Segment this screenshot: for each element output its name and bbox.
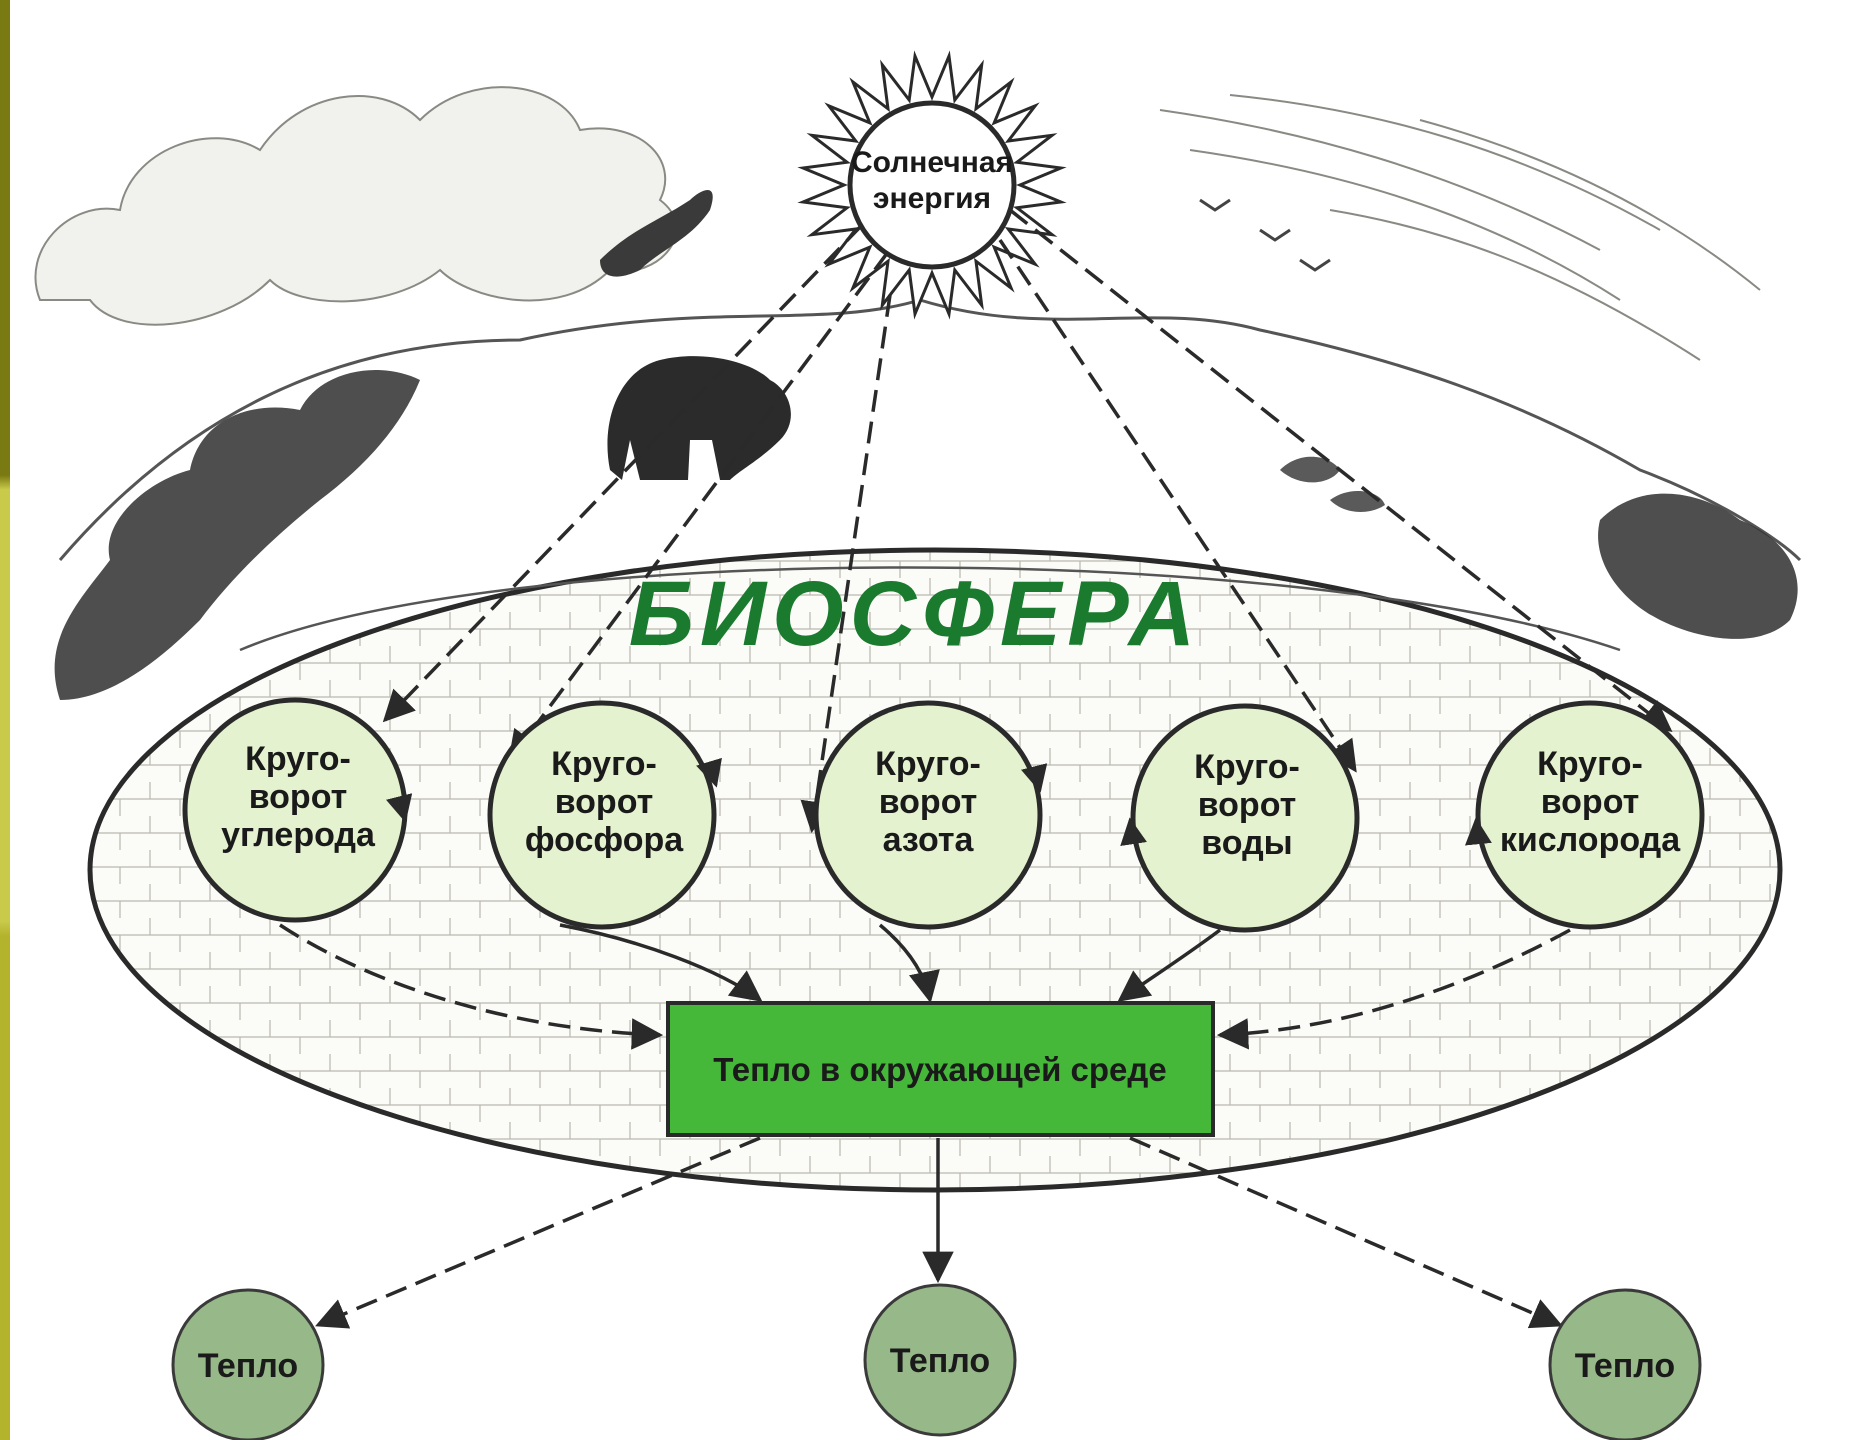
sun-label-line1: Солнечная: [851, 146, 1013, 179]
ellipse-inner-arc: [239, 566, 1621, 652]
heat-output-center-circle: [863, 1283, 1017, 1437]
cycle-nitrogen-line2: ворот: [879, 783, 978, 821]
cycle-carbon: Круго- ворот углерода: [182, 697, 408, 923]
heat-output-left: Тепло: [171, 1288, 325, 1440]
heat-output-center-label: Тепло: [890, 1342, 990, 1380]
heat-output-right: Тепло: [1548, 1288, 1702, 1440]
cloud-left: [34, 86, 678, 326]
forest-left: [54, 370, 421, 700]
arrow-phosphorus-to-heat: [559, 923, 763, 1002]
arrow-heat-to-output-left: [315, 1136, 761, 1329]
cycle-nitrogen: Круго- ворот азота: [813, 700, 1043, 930]
cycle-nitrogen-line3: азота: [883, 821, 975, 859]
cycle-nitrogen-circle: [813, 700, 1043, 930]
heat-environment-box: Тепло в окружающей среде: [666, 1001, 1215, 1137]
arrow-oxygen-to-heat: [1216, 928, 1571, 1050]
sun: Солнечная энергия: [797, 50, 1067, 320]
heat-output-arrows: [315, 1136, 1563, 1329]
arrow-sun-to-nitrogen: [800, 294, 892, 834]
cycle-oxygen-line2: ворот: [1541, 783, 1640, 821]
cycle-oxygen-circle: [1475, 700, 1705, 930]
cycle-carbon-line1: Круго-: [245, 740, 351, 778]
horizon-hills: [58, 298, 1802, 562]
cycle-nitrogen-line1: Круго-: [875, 745, 981, 783]
wind-lines-right: [1159, 94, 1761, 361]
arrow-sun-to-carbon: [382, 223, 864, 723]
arrow-sun-to-oxygen: [1008, 208, 1673, 732]
arrow-sun-to-phosphorus: [508, 250, 890, 763]
ducks: [1280, 456, 1385, 512]
arrow-heat-to-output-right: [1129, 1136, 1563, 1329]
cycle-oxygen: Круго- ворот кислорода: [1475, 700, 1705, 930]
sun-label-line2: энергия: [873, 182, 991, 215]
cycle-phosphorus-line1: Круго-: [551, 745, 657, 783]
sun-disc: [847, 100, 1017, 270]
sun-arrows: [382, 208, 1673, 834]
eagle-silhouette: [600, 190, 713, 277]
cycle-carbon-line2: ворот: [249, 778, 348, 816]
bear-silhouette: [607, 356, 791, 480]
heat-box-rect: [666, 1001, 1215, 1137]
cycle-carbon-line3: углерода: [221, 816, 376, 854]
cycle-water-line3: воды: [1201, 824, 1292, 862]
biosphere-title: БИОСФЕРА: [629, 563, 1202, 665]
arrow-carbon-to-heat: [279, 923, 664, 1050]
cycle-ring-arrows: [386, 757, 1492, 847]
heat-output-left-label: Тепло: [198, 1347, 298, 1385]
heat-output-right-circle: [1548, 1288, 1702, 1440]
cycle-water-line1: Круго-: [1194, 748, 1300, 786]
cycle-oxygen-line1: Круго-: [1537, 745, 1643, 783]
cycle-phosphorus-line2: ворот: [555, 783, 654, 821]
cycle-phosphorus: Круго- ворот фосфора: [487, 700, 717, 930]
forest-right: [1598, 493, 1798, 639]
arrow-sun-to-water: [998, 239, 1357, 773]
arrow-nitrogen-to-heat: [878, 923, 940, 1004]
slide-left-band: [0, 0, 10, 1440]
heat-output-center: Тепло: [863, 1283, 1017, 1437]
cycle-water: Круго- ворот воды: [1130, 703, 1360, 933]
cycle-water-line2: ворот: [1198, 786, 1297, 824]
heat-box-label: Тепло в окружающей среде: [713, 1051, 1166, 1088]
heat-output-right-label: Тепло: [1575, 1347, 1675, 1385]
cycle-phosphorus-line3: фосфора: [525, 821, 684, 859]
heat-output-left-circle: [171, 1288, 325, 1440]
cycle-oxygen-line3: кислорода: [1500, 821, 1681, 859]
arrow-water-to-heat: [1117, 928, 1222, 1002]
birds-right: [1199, 198, 1331, 272]
cycle-to-heat-arrows: [279, 923, 1571, 1050]
cycle-phosphorus-circle: [487, 700, 717, 930]
